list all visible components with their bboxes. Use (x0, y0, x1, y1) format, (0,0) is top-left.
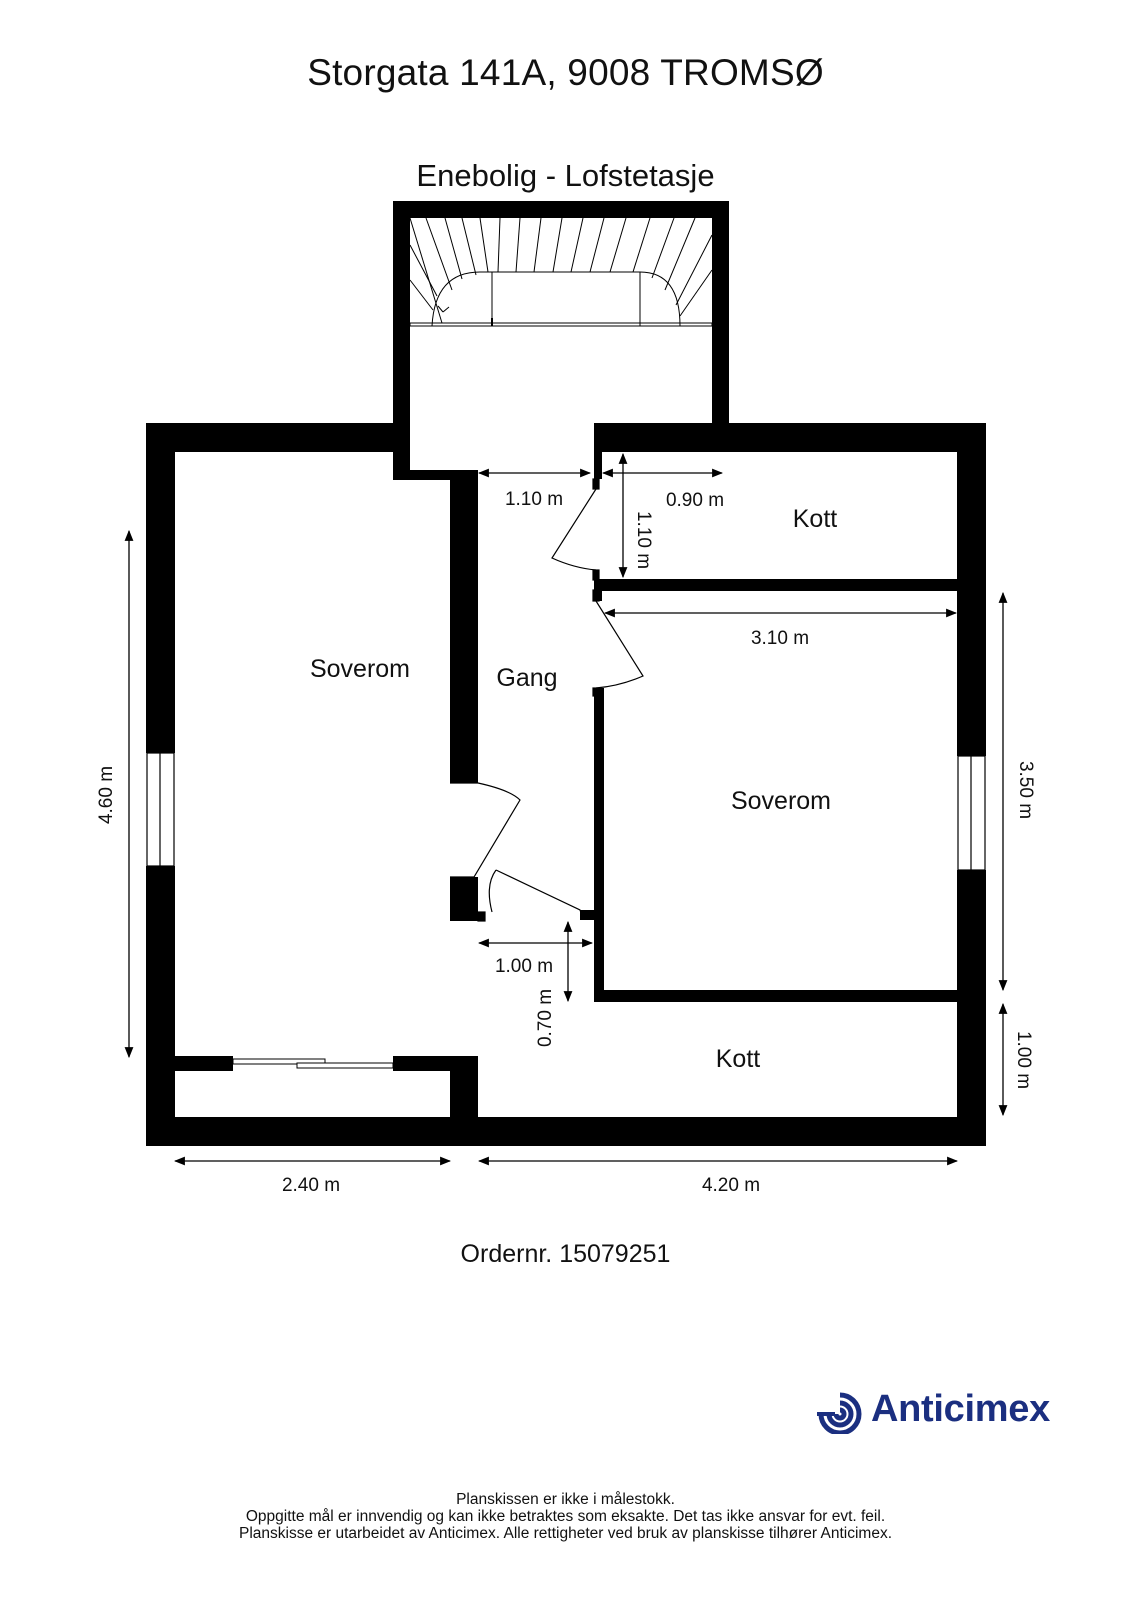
dim-label-310: 3.10 m (751, 628, 809, 649)
floor-title: Enebolig - Lofstetasje (416, 158, 715, 193)
wall (594, 423, 986, 452)
room-label-soverom-left: Soverom (310, 655, 410, 683)
footer-line-3: Planskisse er utarbeidet av Anticimex. A… (238, 1525, 892, 1542)
dimension-lines (124, 452, 1008, 1166)
wall (393, 1056, 478, 1071)
dim-label-350: 3.50 m (1015, 761, 1036, 819)
anticimex-logo-text: Anticimex (871, 1388, 1050, 1430)
wall (594, 688, 604, 993)
footer-line-1: Planskissen er ikke i målestokk. (456, 1491, 675, 1508)
footer-line-2: Oppgitte mål er innvendig og kan ikke be… (245, 1508, 886, 1525)
wall (594, 579, 986, 591)
dim-label-100-vertical: 1.00 m (1013, 1031, 1034, 1089)
dim-label-070: 0.70 m (535, 989, 556, 1047)
dim-label-100-horizontal: 1.00 m (495, 956, 553, 977)
dim-label-460: 4.60 m (96, 766, 117, 824)
wall (594, 423, 602, 479)
wall (146, 1117, 986, 1146)
wall (712, 201, 729, 425)
wall (146, 423, 410, 452)
wall (393, 201, 410, 480)
wall (393, 201, 729, 218)
address-title: Storgata 141A, 9008 TROMSØ (307, 52, 824, 93)
room-label-soverom-right: Soverom (731, 787, 831, 815)
dim-label-090: 0.90 m (666, 490, 724, 511)
window-right (957, 755, 986, 871)
sliding-door (232, 1058, 394, 1069)
anticimex-logo-icon (817, 1392, 862, 1434)
order-number: Ordernr. 15079251 (460, 1240, 671, 1268)
room-label-kott-top: Kott (793, 505, 838, 533)
wall (594, 990, 986, 1002)
wall (957, 870, 986, 1146)
footer-disclaimer: Planskissen er ikke i målestokk. Oppgitt… (0, 1491, 1131, 1542)
wall (393, 470, 478, 480)
wall (450, 470, 478, 783)
walls (146, 201, 986, 1146)
window-left (146, 752, 175, 867)
dim-label-110-horizontal: 1.10 m (505, 489, 563, 510)
wall (146, 866, 175, 1146)
room-label-kott-bottom: Kott (716, 1045, 761, 1073)
wall (146, 423, 175, 753)
wall (580, 910, 604, 920)
dim-label-240: 2.40 m (282, 1175, 340, 1196)
doors (450, 478, 644, 922)
dim-label-420: 4.20 m (702, 1175, 760, 1196)
anticimex-logo: Anticimex (815, 1388, 1075, 1436)
room-label-gang: Gang (496, 664, 557, 692)
wall (175, 1056, 233, 1071)
staircase (409, 217, 713, 327)
dim-label-110-vertical: 1.10 m (633, 511, 654, 569)
wall (450, 877, 478, 921)
